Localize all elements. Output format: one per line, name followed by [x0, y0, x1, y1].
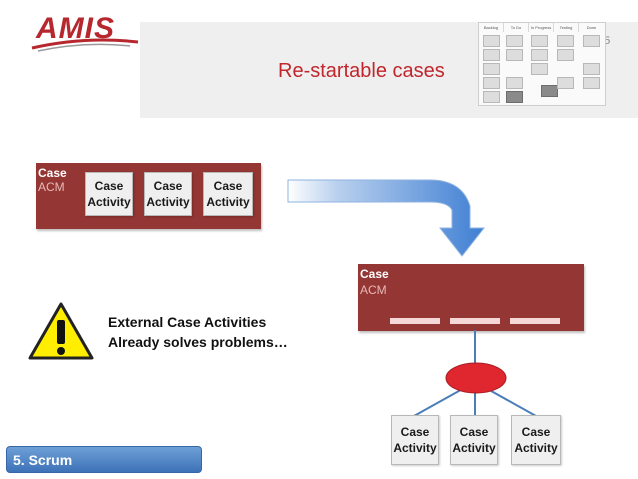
right-case-title: Case: [360, 267, 389, 281]
right-case-activity: Case Activity: [391, 415, 439, 465]
activity-label-line1: Case: [521, 425, 551, 439]
scrum-nav-button[interactable]: 5. Scrum: [6, 446, 202, 473]
sticky-note: [483, 35, 500, 47]
left-case-title: Case: [38, 166, 67, 180]
activity-label-line2: Activity: [87, 195, 131, 209]
sticky-note: [506, 91, 523, 103]
sticky-note: [583, 77, 600, 89]
activity-label-line1: Case: [459, 425, 489, 439]
sticky-note: [483, 63, 500, 75]
sticky-note: [531, 35, 548, 47]
activity-label-line1: Case: [153, 179, 183, 193]
activity-label-line1: Case: [213, 179, 243, 193]
right-case-activity: Case Activity: [511, 415, 561, 465]
activity-label-line1: Case: [94, 179, 124, 193]
slide-title: Re-startable cases: [278, 60, 445, 82]
warning-icon: [28, 302, 94, 360]
sticky-note: [483, 49, 500, 61]
sticky-note: [483, 91, 500, 103]
sticky-note: [557, 49, 574, 61]
left-case-activity: Case Activity: [144, 172, 192, 216]
bent-arrow-icon: [287, 179, 486, 257]
warning-line-1: External Case Activities: [108, 314, 267, 330]
activity-label-line2: Activity: [146, 195, 190, 209]
logo-swoosh-icon: [31, 38, 139, 52]
activity-slot: [390, 318, 440, 324]
sticky-note: [583, 63, 600, 75]
board-column-header: To Do: [504, 23, 529, 32]
right-case-subtitle: ACM: [360, 283, 387, 297]
sticky-note: [541, 85, 558, 97]
left-case-subtitle: ACM: [38, 180, 65, 194]
activity-label-line2: Activity: [206, 195, 250, 209]
sticky-note: [557, 35, 574, 47]
activity-label-line2: Activity: [393, 441, 437, 455]
activity-slot: [450, 318, 500, 324]
board-column-header: Done: [586, 25, 597, 30]
right-case-activity: Case Activity: [450, 415, 498, 465]
activity-label-line2: Activity: [452, 441, 496, 455]
board-column-header: In Progress: [529, 23, 554, 32]
left-case-activity: Case Activity: [203, 172, 253, 216]
scrum-board-image: Backlog To Do In Progress Testing Done: [478, 22, 606, 106]
sticky-note: [506, 35, 523, 47]
sticky-note: [531, 63, 548, 75]
warning-line-2: Already solves problems…: [108, 334, 288, 350]
sticky-note: [557, 77, 574, 89]
sticky-note: [483, 77, 500, 89]
router-ellipse-icon: [445, 362, 507, 394]
activity-label-line2: Activity: [514, 441, 558, 455]
sticky-note: [583, 35, 600, 47]
activity-slot: [510, 318, 560, 324]
board-column-header: Backlog: [479, 23, 504, 32]
board-column-header: Testing: [554, 23, 579, 32]
sticky-note: [531, 49, 548, 61]
activity-label-line1: Case: [400, 425, 430, 439]
sticky-note: [506, 49, 523, 61]
left-case-activity: Case Activity: [85, 172, 133, 216]
sticky-note: [506, 77, 523, 89]
